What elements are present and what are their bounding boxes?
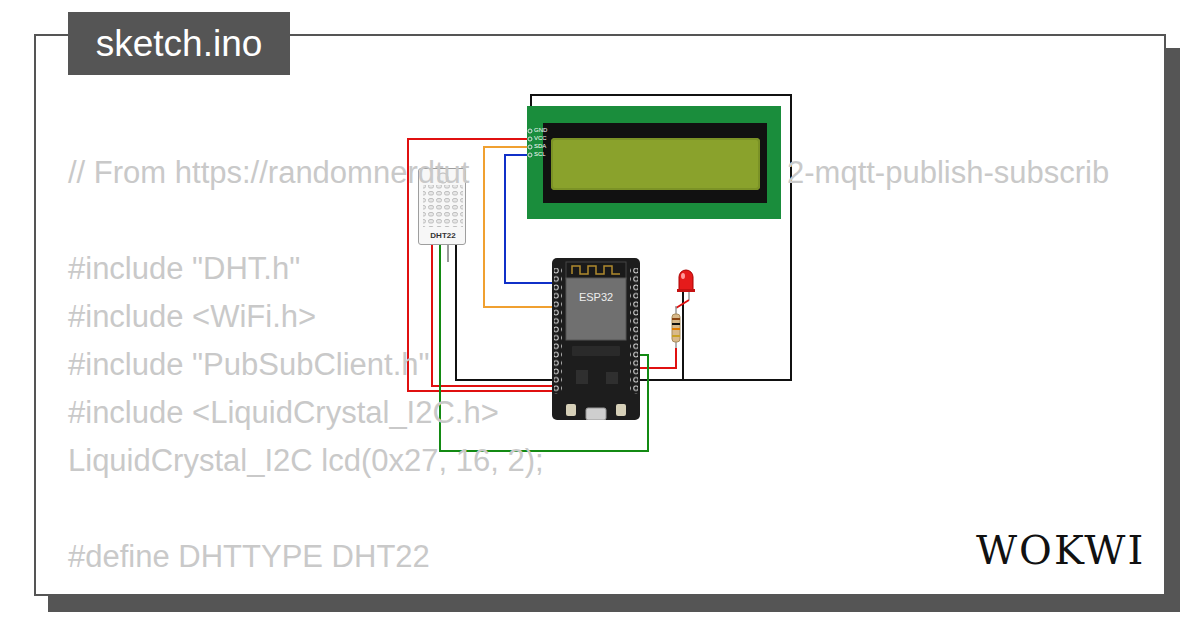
- pin-label: VCC: [534, 135, 547, 142]
- wire: [531, 95, 791, 380]
- pin-label: GND: [534, 127, 547, 134]
- logo-watermark: WOKWI: [976, 527, 1145, 573]
- wire: [432, 245, 552, 386]
- pin-label: SCL: [534, 151, 546, 158]
- part-name: ESP32: [579, 291, 613, 304]
- dht-pins: [432, 245, 456, 262]
- code-line: 2-mqtt-publish-subscrib: [787, 155, 1109, 191]
- code-line: #include <LiquidCrystal_I2C.h>: [68, 395, 499, 431]
- code-line: LiquidCrystal_I2C lcd(0x27, 16, 2);: [68, 443, 544, 479]
- code-line: #include "PubSubClient.h": [68, 347, 430, 383]
- code-line: #include <WiFi.h>: [68, 299, 316, 335]
- card: [35, 35, 1165, 595]
- part-name: DHT22: [430, 231, 455, 241]
- code-line: #define DHTTYPE DHT22: [68, 539, 430, 575]
- pin-label: SDA: [534, 143, 546, 150]
- lcd-display: GNDVCCSDASCL: [527, 106, 781, 219]
- code-line: // From https://randomnerdtut: [68, 155, 469, 191]
- file-tab: sketch.ino: [68, 12, 290, 75]
- resistor-symbol: [640, 306, 680, 368]
- wire: [456, 245, 552, 380]
- esp32-board: ESP32: [552, 258, 640, 420]
- code-line: #include "DHT.h": [68, 251, 300, 287]
